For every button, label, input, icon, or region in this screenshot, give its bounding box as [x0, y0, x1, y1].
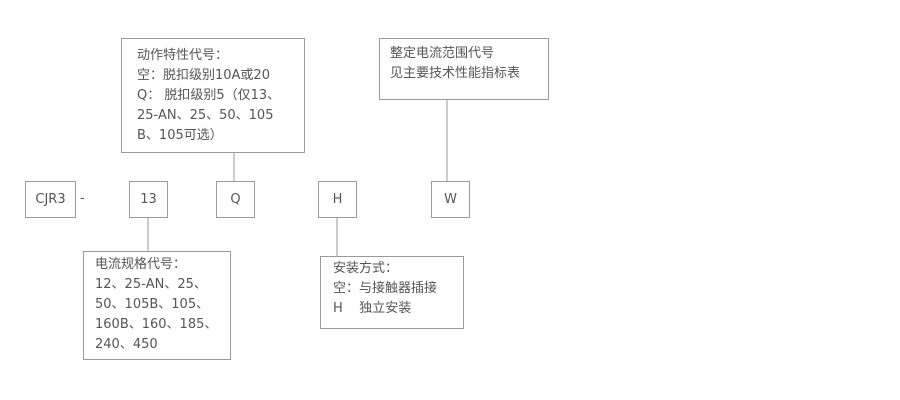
current-spec-note: 电流规格代号： 12、25-AN、25、 50、105B、105、 160B、1…	[83, 251, 231, 360]
current-spec-note-line: 240、450	[95, 337, 158, 352]
current-spec-note-line: 电流规格代号：	[95, 257, 187, 272]
code-box-current-spec: 13	[129, 181, 168, 218]
code-current-spec-label: 13	[140, 192, 157, 207]
installation-note-line: 空：与接触器插接	[333, 281, 438, 296]
installation-note: 安装方式： 空：与接触器插接 H 独立安装	[320, 256, 464, 329]
action-note-line: 25-AN、25、50、105	[137, 108, 274, 123]
installation-note-line: 安装方式：	[333, 261, 399, 276]
model-prefix-box: CJR3	[25, 181, 76, 218]
code-box-installation: H	[318, 181, 357, 218]
code-box-action: Q	[216, 181, 255, 218]
code-action-label: Q	[230, 192, 241, 207]
action-note-line: B、105可选）	[137, 128, 223, 143]
code-installation-label: H	[332, 192, 343, 207]
current-range-note-line: 整定电流范围代号	[390, 46, 495, 61]
model-prefix-label: CJR3	[35, 192, 66, 207]
code-box-current-range: W	[431, 181, 470, 218]
current-range-note: 整定电流范围代号 见主要技术性能指标表	[379, 38, 549, 100]
action-note-line: 空：脱扣级别10A或20	[137, 68, 270, 83]
current-spec-note-line: 160B、160、185、	[95, 317, 218, 332]
action-note-line: Q： 脱扣级别5（仅13、	[137, 88, 281, 103]
action-note-line: 动作特性代号：	[137, 48, 229, 63]
code-current-range-label: W	[444, 192, 457, 207]
installation-note-line: H 独立安装	[333, 301, 412, 316]
action-characteristics-note: 动作特性代号： 空：脱扣级别10A或20 Q： 脱扣级别5（仅13、 25-AN…	[121, 38, 305, 153]
current-spec-note-line: 50、105B、105、	[95, 297, 210, 312]
model-separator: -	[80, 191, 85, 206]
current-range-note-line: 见主要技术性能指标表	[390, 66, 521, 81]
current-spec-note-line: 12、25-AN、25、	[95, 277, 207, 292]
